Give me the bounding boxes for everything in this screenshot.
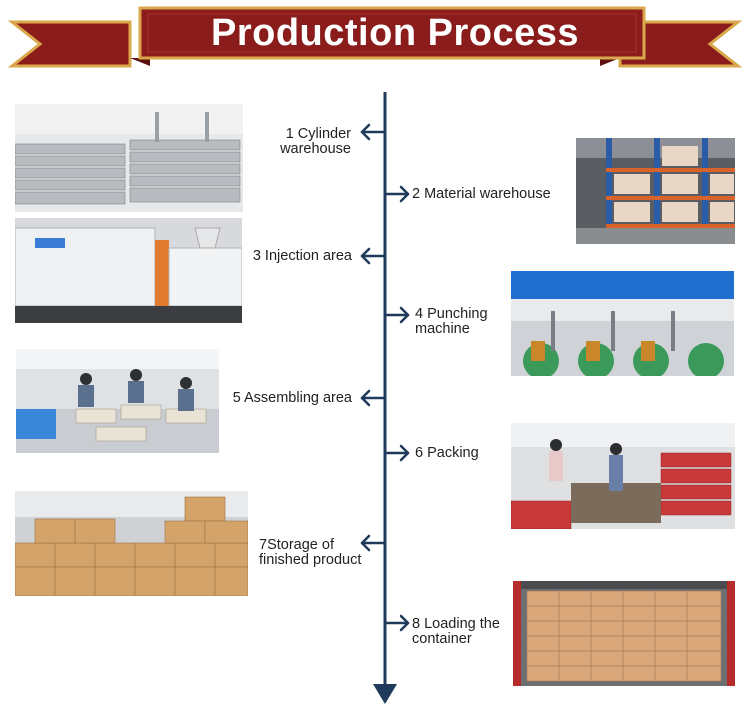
arrow-right-icon (384, 306, 410, 324)
step-4-label: 4 Punching machine (415, 307, 488, 337)
title-banner: Production Process (0, 0, 750, 80)
step-5-label-line1: 5 Assembling area (232, 390, 352, 406)
step-1-label: 1 Cylinder warehouse (280, 127, 351, 157)
step-2-label: 2 Material warehouse (412, 187, 551, 202)
step-7-label-line1: 7Storage of (259, 537, 334, 553)
arrow-left-icon (360, 123, 386, 141)
step-7-label: 7Storage of finished product (259, 538, 361, 568)
step-3-label-line1: 3 Injection area (252, 248, 352, 264)
stacked-cartons-photo (15, 491, 248, 596)
step-1-label-line1: 1 Cylinder (285, 126, 351, 142)
arrow-left-icon (360, 534, 386, 552)
punching-machines-photo (511, 271, 734, 376)
page-title: Production Process (211, 11, 579, 54)
arrow-right-icon (384, 614, 410, 632)
injection-machine-photo (15, 218, 242, 323)
arrow-left-icon (360, 247, 386, 265)
step-1-label-line2: warehouse (280, 141, 351, 157)
step-7-label-line2: finished product (259, 552, 362, 568)
step-4-label-line1: 4 Punching (415, 306, 488, 322)
banner-ribbon (7, 6, 743, 68)
step-8-label-line2: container (412, 631, 472, 647)
step-4-label-line2: machine (415, 321, 470, 337)
stacked-metal-trays-photo (15, 104, 243, 212)
timeline-end-arrow (373, 684, 397, 704)
arrow-right-icon (384, 444, 410, 462)
assembly-workers-photo (16, 349, 219, 453)
step-3-label: 3 Injection area (253, 249, 352, 264)
warehouse-shelves-photo (576, 138, 735, 244)
step-6-label: 6 Packing (415, 446, 479, 461)
step-2-label-line1: 2 Material warehouse (412, 186, 551, 202)
step-6-label-line1: 6 Packing (415, 445, 479, 461)
step-8-label-line1: 8 Loading the (412, 616, 500, 632)
step-8-label: 8 Loading the container (412, 617, 500, 647)
packing-workers-photo (511, 423, 735, 529)
loaded-container-photo (513, 581, 735, 686)
arrow-left-icon (360, 389, 386, 407)
step-5-label: 5 Assembling area (233, 391, 352, 406)
arrow-right-icon (384, 185, 410, 203)
